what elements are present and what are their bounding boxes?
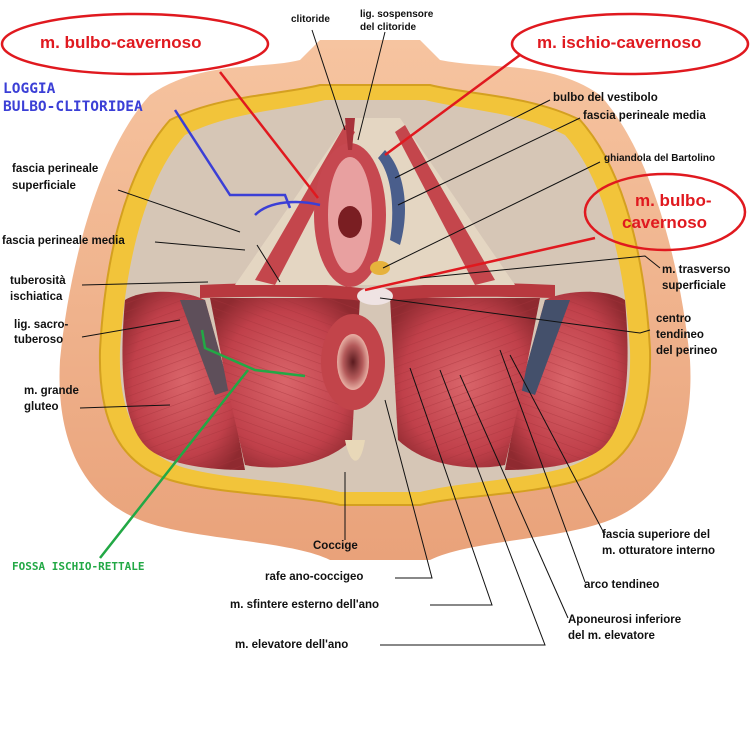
- label-coccige: Coccige: [313, 540, 358, 552]
- label-ischio-cavernoso: m. ischio-cavernoso: [537, 33, 702, 52]
- label-tuberosita-1: tuberosità: [10, 275, 66, 287]
- fossa-title: FOSSA ISCHIO-RETTALE: [12, 560, 145, 573]
- label-clitoride: clitoride: [291, 14, 330, 25]
- label-trasverso-2: superficiale: [662, 280, 726, 292]
- label-tuberosita-2: ischiatica: [10, 291, 63, 303]
- clitoris: [345, 118, 355, 150]
- label-sacro-1: lig. sacro-: [14, 319, 69, 331]
- label-arco: arco tendineo: [584, 579, 660, 591]
- bulb-vestibule-right: [378, 150, 405, 245]
- label-otturatore-1: fascia superiore del: [602, 529, 711, 541]
- pointer-bulbo-top: [219, 71, 319, 199]
- label-centro-3: del perineo: [656, 345, 718, 357]
- pointer-ischio: [384, 53, 521, 157]
- bartholin-gland: [370, 261, 390, 275]
- loggia-line-2: BULBO-CLITORIDEA: [3, 99, 143, 115]
- label-bulbo-right-1: m. bulbo-: [635, 191, 712, 210]
- label-rafe: rafe ano-coccigeo: [265, 571, 364, 583]
- label-gluteo-1: m. grande: [24, 385, 79, 397]
- loggia-bracket: [173, 109, 321, 216]
- central-tendon: [357, 287, 393, 305]
- label-lig-sosp-1: lig. sospensore: [360, 9, 434, 20]
- loggia-line-1: LOGGIA: [3, 81, 56, 97]
- label-sfintere: m. sfintere esterno dell'ano: [230, 599, 380, 611]
- label-aponeurosi-1: Aponeurosi inferiore: [568, 614, 682, 626]
- label-bulbo-right-2: cavernoso: [622, 213, 708, 232]
- anus: [337, 334, 369, 390]
- label-fascia-sup-1: fascia perineale: [12, 163, 99, 175]
- label-bulbo-vestibolo: bulbo del vestibolo: [553, 92, 658, 104]
- pointer-bulbo-right: [364, 236, 596, 292]
- oval-bulbo-top: [0, 12, 270, 76]
- label-fascia-sup-2: superficiale: [12, 180, 76, 192]
- label-gluteo-2: gluteo: [24, 401, 59, 413]
- label-lig-sosp-2: del clitoride: [360, 22, 417, 33]
- label-sacro-2: tuberoso: [14, 334, 64, 346]
- oval-ischio: [510, 12, 750, 76]
- vaginal-orifice: [338, 206, 362, 238]
- label-trasverso-1: m. trasverso: [662, 264, 731, 276]
- label-aponeurosi-2: del m. elevatore: [568, 630, 655, 642]
- fossa-bracket: [99, 329, 306, 559]
- label-centro-1: centro: [656, 313, 692, 325]
- label-elevatore: m. elevatore dell'ano: [235, 639, 349, 651]
- label-otturatore-2: m. otturatore interno: [602, 545, 716, 557]
- label-fascia-media-left: fascia perineale media: [2, 235, 125, 247]
- oval-bulbo-right: [583, 172, 747, 252]
- fossa-right-shadow: [520, 300, 570, 395]
- label-centro-2: tendineo: [656, 329, 704, 341]
- leader-lines: [79, 29, 661, 646]
- coccyx: [345, 440, 365, 461]
- label-fascia-media-right: fascia perineale media: [583, 110, 706, 122]
- label-ghiandola: ghiandola del Bartolino: [604, 153, 716, 164]
- label-bulbo-cavernoso-top: m. bulbo-cavernoso: [40, 33, 202, 52]
